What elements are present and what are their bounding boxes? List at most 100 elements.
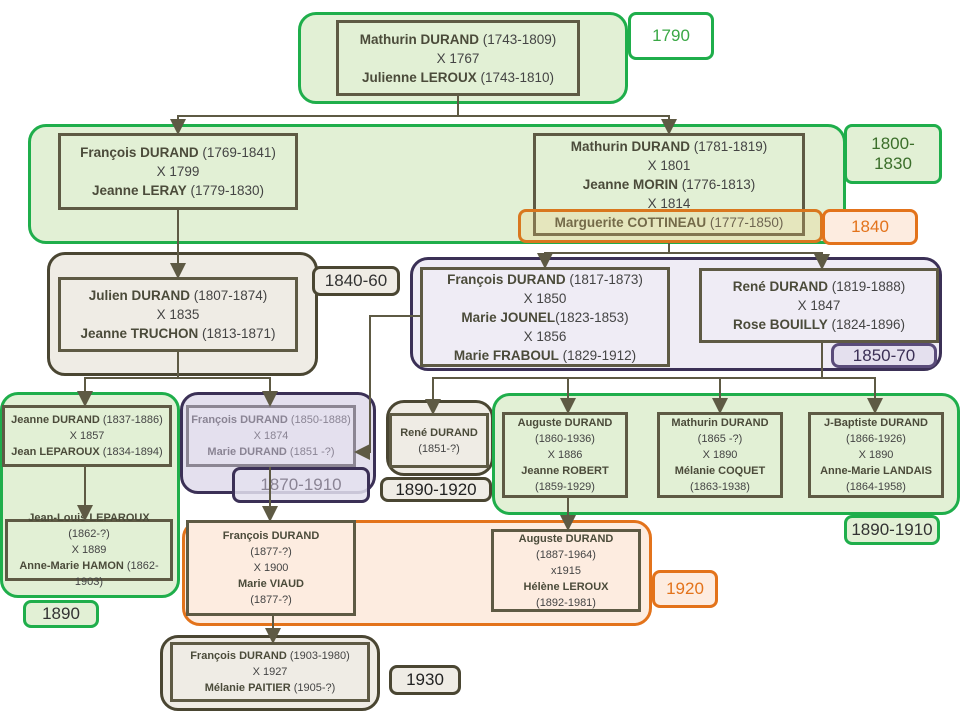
person-detail: (1862-?) (68, 528, 110, 540)
person-name: Marie FRABOUL (453, 347, 559, 363)
person-line: X 1856 (524, 327, 567, 346)
person-box-p10: René DURAND(1851-?) (389, 413, 489, 468)
person-line: X 1889 (72, 542, 107, 558)
person-detail: (1859-1929) (535, 481, 595, 493)
person-name: Anne-Marie HAMON (19, 560, 124, 572)
person-detail: (1824-1896) (827, 317, 906, 332)
person-name: Marguerite COTTINEAU (554, 215, 707, 230)
person-line: René DURAND (400, 425, 478, 441)
person-name: François DURAND (80, 145, 199, 160)
person-detail: (1877-?) (250, 594, 292, 606)
person-line: X 1890 (703, 447, 738, 463)
period-label-l1800: 1800- 1830 (844, 124, 942, 184)
person-line: Mathurin DURAND (1781-1819) (571, 137, 768, 156)
person-line: Anne-Marie LANDAIS (820, 463, 932, 479)
person-detail: (1862- (123, 560, 159, 572)
person-line: (1877-?) (250, 544, 292, 560)
person-detail: X 1889 (71, 544, 107, 556)
person-name: J-Baptiste DURAND (824, 417, 928, 429)
person-detail: (1769-1841) (198, 145, 276, 160)
person-detail: (1851-?) (418, 442, 460, 455)
person-line: Jeanne DURAND (1837-1886) (11, 412, 163, 428)
person-line: (1851-?) (418, 441, 460, 457)
person-line: Jean LEPAROUX (1834-1894) (11, 444, 162, 460)
person-detail: (1863-1938) (690, 481, 750, 493)
person-line: François DURAND (1903-1980) (190, 648, 350, 664)
person-line: (1866-1926) (846, 431, 906, 447)
person-line: X 1900 (254, 560, 289, 576)
person-detail: x1915 (551, 564, 581, 577)
person-detail: X 1814 (647, 196, 691, 211)
person-detail: (1866-1926) (846, 433, 906, 445)
person-line: Anne-Marie HAMON (1862- (19, 558, 158, 574)
person-detail: (1743-1809) (478, 31, 557, 47)
person-line: X 1927 (253, 664, 288, 680)
person-line: (1860-1936) (535, 431, 595, 447)
person-line: (1877-?) (250, 592, 292, 608)
person-line: Mélanie COQUET (675, 463, 765, 479)
person-detail: (1829-1912) (558, 347, 637, 363)
person-detail: (1807-1874) (189, 288, 268, 303)
period-label-l1890_1910: 1890-1910 (844, 515, 940, 545)
person-name: Jeanne MORIN (582, 177, 678, 192)
person-line: Auguste DURAND (519, 531, 614, 547)
person-detail: X 1900 (253, 562, 289, 574)
person-name: François DURAND (222, 530, 320, 542)
person-detail: X 1856 (523, 328, 567, 344)
person-name: Mathurin DURAND (671, 417, 769, 429)
person-name: Jeanne DURAND (11, 414, 100, 426)
person-line: J-Baptiste DURAND (824, 415, 928, 431)
person-line: René DURAND (1819-1888) (733, 277, 906, 296)
person-detail: X 1886 (547, 449, 583, 461)
person-name: Marie JOUNEL (461, 309, 556, 325)
person-detail: X 1801 (647, 158, 691, 173)
person-line: Marie DURAND (1851 -?) (207, 444, 334, 460)
person-line: Hélène LEROUX (524, 579, 609, 595)
person-line: (1892-1981) (536, 595, 596, 611)
person-line: Jeanne MORIN (1776-1813) (583, 175, 756, 194)
period-label-l1890_1920: 1890-1920 (380, 477, 492, 502)
person-name: Jeanne LERAY (91, 183, 187, 198)
person-line: François DURAND (223, 528, 320, 544)
person-line: (1859-1929) (535, 479, 595, 495)
person-name: Mélanie COQUET (674, 465, 766, 477)
person-name: Julienne LEROUX (361, 69, 477, 85)
person-detail: (1903-1980) (286, 650, 350, 662)
person-detail: (1776-1813) (677, 177, 756, 192)
person-line: Marie VIAUD (238, 576, 304, 592)
person-detail: (1823-1853) (555, 309, 629, 325)
person-name: François DURAND (191, 414, 288, 426)
person-line: X 1801 (648, 156, 691, 175)
period-label-l1840_60: 1840-60 (312, 266, 400, 296)
person-detail: (1819-1888) (827, 279, 906, 294)
person-detail: (1851 -?) (286, 446, 335, 458)
person-detail: X 1890 (702, 449, 738, 461)
person-name: François DURAND (190, 650, 287, 662)
person-name: Jeanne TRUCHON (80, 326, 199, 341)
person-line: x1915 (551, 563, 581, 579)
person-name: Jeanne ROBERT (521, 465, 609, 477)
person-line: Julien DURAND (1807-1874) (89, 286, 268, 305)
person-line: Julienne LEROUX (1743-1810) (362, 68, 554, 87)
person-line: X 1890 (859, 447, 894, 463)
person-line: François DURAND (1817-1873) (447, 270, 643, 289)
person-line: 1903) (75, 574, 103, 590)
highlight-1840 (518, 209, 823, 243)
person-line: X 1857 (70, 428, 105, 444)
person-detail: (1877-?) (250, 546, 292, 558)
person-name: Rose BOUILLY (732, 317, 828, 332)
period-label-l1850_70: 1850-70 (831, 343, 937, 368)
person-detail: (1817-1873) (565, 271, 643, 287)
person-line: (1865 -?) (698, 431, 743, 447)
person-name: Mélanie PAITIER (204, 682, 291, 694)
